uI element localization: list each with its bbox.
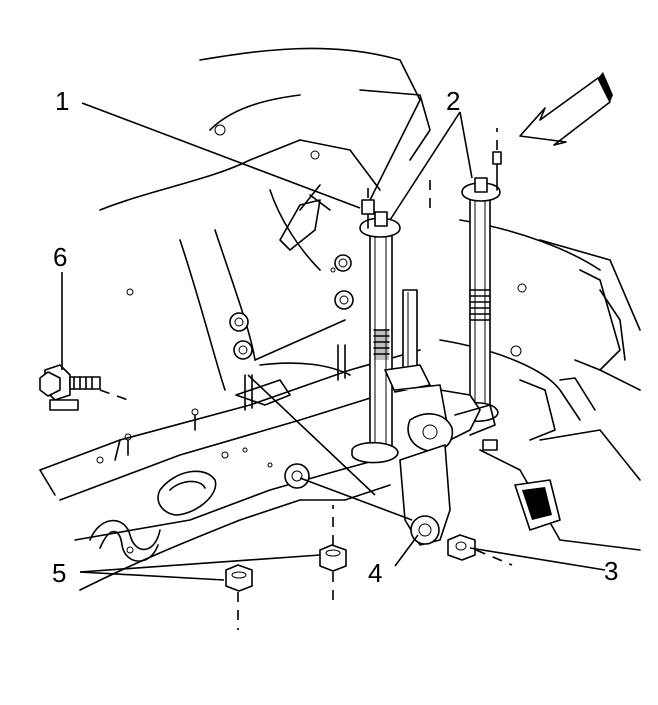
callout-2: 2 (446, 86, 460, 116)
nut-item-5-left (225, 564, 253, 592)
strut-top-bolts (361, 151, 527, 293)
nut-item-5-right (319, 544, 347, 572)
nut-item-3 (447, 534, 476, 561)
callout-3: 3 (604, 556, 618, 586)
frame-rail (39, 344, 421, 591)
leader-lines (61, 102, 606, 581)
callout-1: 1 (55, 86, 69, 116)
front-direction-arrow-icon (519, 72, 613, 146)
link-bracket (384, 289, 498, 546)
callout-5: 5 (52, 558, 66, 588)
callout-6: 6 (53, 242, 67, 272)
installation-axes (99, 128, 513, 630)
callout-4: 4 (368, 558, 382, 588)
strut-assembly-right (454, 177, 501, 423)
strut-assembly-left (351, 211, 401, 464)
bolt-item-6 (39, 364, 101, 411)
body-structure (99, 47, 641, 551)
